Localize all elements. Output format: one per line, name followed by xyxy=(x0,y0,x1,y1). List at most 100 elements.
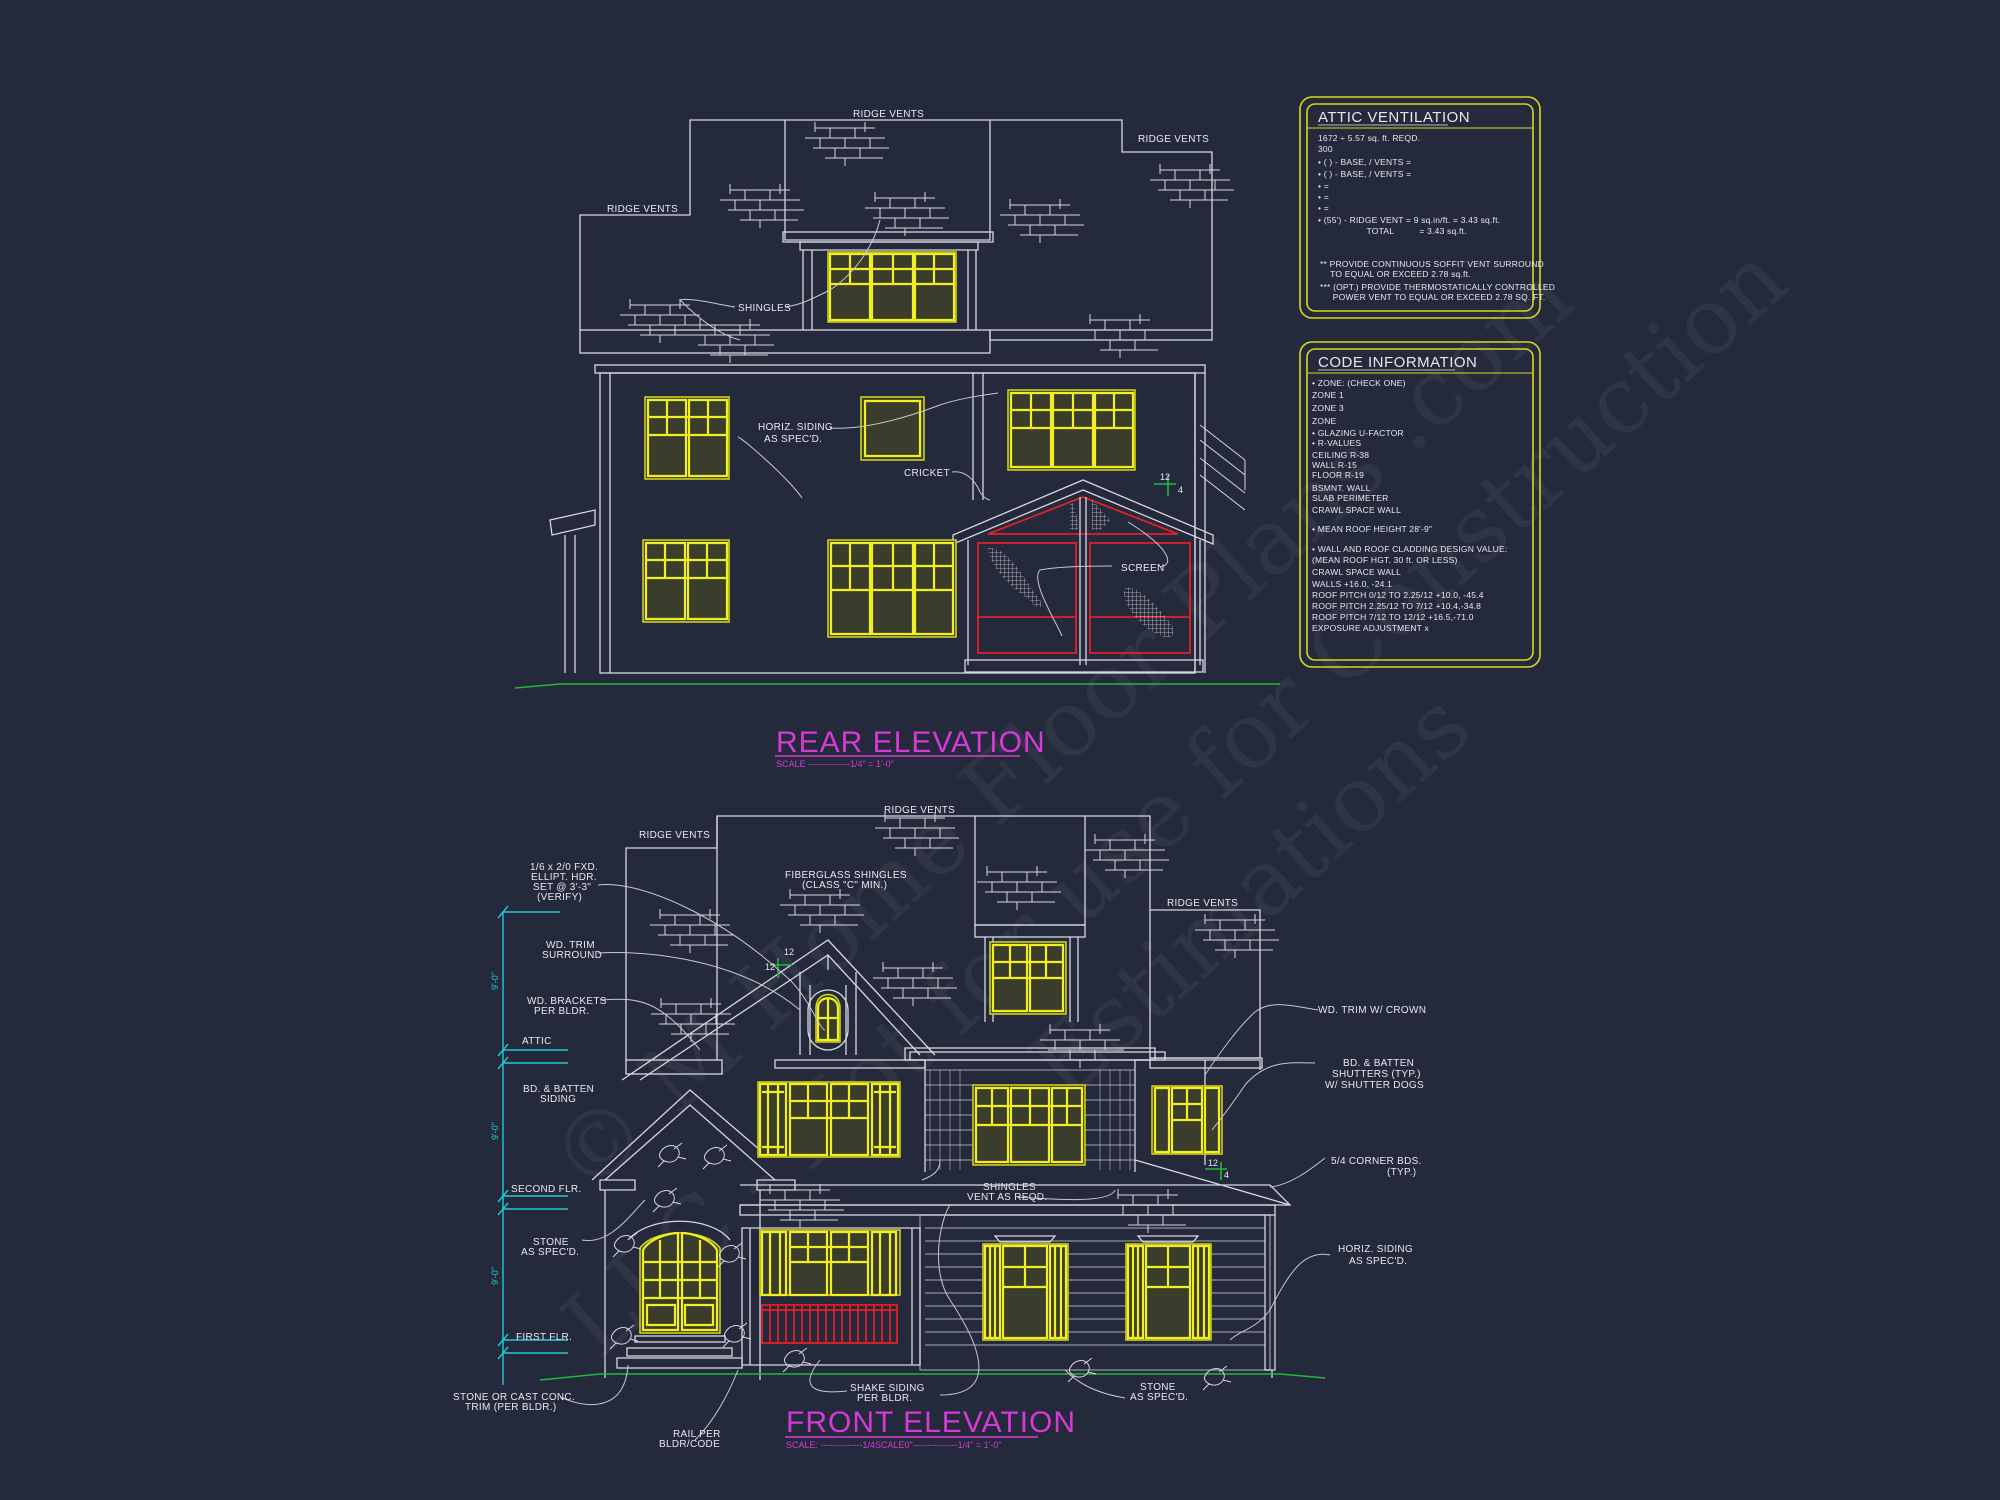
label-ridge-vents: RIDGE VENTS xyxy=(639,830,710,841)
label-ridge-vents: RIDGE VENTS xyxy=(1138,134,1209,145)
label-horiz-siding: AS SPEC'D. xyxy=(1349,1256,1407,1267)
label-shutters: W/ SHUTTER DOGS xyxy=(1325,1080,1424,1091)
rear-elevation-drawing xyxy=(514,119,1280,689)
label-stone-trim: TRIM (PER BLDR.) xyxy=(465,1402,556,1413)
attic-line: 1672 ÷ 5.57 sq. ft. REQD. xyxy=(1318,133,1420,143)
code-line: WALLS +16.0, -24.1 xyxy=(1312,579,1392,589)
rear-elevation-scale: SCALE --------------1/4" = 1'-0" xyxy=(776,759,894,769)
code-line: ZONE xyxy=(1312,416,1337,426)
label-wd-brackets: WD. BRACKETS xyxy=(527,996,607,1007)
code-line: ROOF PITCH 7/12 TO 12/12 +16.5,-71.0 xyxy=(1312,612,1474,622)
attic-line: *** (OPT.) PROVIDE THERMOSTATICALLY CONT… xyxy=(1320,282,1555,292)
front-elevation-title-block: FRONT ELEVATION SCALE: --------------1/4… xyxy=(785,1406,1076,1450)
pitch-mark: 12 xyxy=(1208,1158,1218,1168)
label-ellipt-header: SET @ 3'-3" xyxy=(533,882,591,893)
rear-window-upper-right xyxy=(1007,389,1136,471)
attic-ventilation-title: ATTIC VENTILATION xyxy=(1318,109,1470,126)
dimension-second-floor-height: 9'-0" xyxy=(490,1122,500,1140)
front-window-center-triple xyxy=(972,1084,1086,1166)
label-shingles-vent: SHINGLES xyxy=(983,1182,1036,1193)
code-line: CRAWL SPACE WALL xyxy=(1312,567,1401,577)
front-elevation-labels: RIDGE VENTS RIDGE VENTS RIDGE VENTS FIBE… xyxy=(453,805,1426,1450)
attic-line: • (55') - RIDGE VENT = 9 sq.in/ft. = 3.4… xyxy=(1318,215,1500,225)
code-line: SLAB PERIMETER xyxy=(1312,493,1389,503)
rear-window-upper-small xyxy=(860,396,925,461)
code-line: ZONE 1 xyxy=(1312,390,1344,400)
label-stone-right: AS SPEC'D. xyxy=(1130,1392,1188,1403)
code-line: FLOOR R-19 xyxy=(1312,470,1364,480)
rear-elevation-labels: RIDGE VENTS RIDGE VENTS RIDGE VENTS SHIN… xyxy=(607,109,1209,574)
pitch-run: 4 xyxy=(1178,485,1183,495)
attic-line: TOTAL = 3.43 sq.ft. xyxy=(1318,226,1467,236)
label-ellipt-header: ELLIPT. HDR. xyxy=(531,872,597,883)
label-ridge-vents: RIDGE VENTS xyxy=(853,109,924,120)
code-line: • R-VALUES xyxy=(1312,438,1361,448)
rear-window-upper-left xyxy=(644,396,730,480)
label-screen: SCREEN xyxy=(1121,563,1164,574)
label-second-floor-level: SECOND FLR. xyxy=(511,1184,582,1195)
front-window-lower-right xyxy=(1125,1235,1212,1341)
pitch-mark: 4 xyxy=(1224,1170,1229,1180)
attic-line: • = xyxy=(1318,192,1329,202)
label-ridge-vents: RIDGE VENTS xyxy=(1167,898,1238,909)
dimension-attic-height: 9'-0" xyxy=(490,972,500,990)
attic-line: ** PROVIDE CONTINUOUS SOFFIT VENT SURROU… xyxy=(1320,259,1544,269)
label-cricket: CRICKET xyxy=(904,468,950,479)
label-ellipt-header: 1/6 x 2/0 FXD. xyxy=(530,862,598,873)
code-line: • GLAZING U-FACTOR xyxy=(1312,428,1404,438)
front-window-porch-shuttered xyxy=(759,1229,901,1297)
label-horiz-siding: HORIZ. SIDING xyxy=(758,422,833,433)
code-line: EXPOSURE ADJUSTMENT x xyxy=(1312,623,1429,633)
label-rail: BLDR/CODE xyxy=(659,1439,720,1450)
code-line: ROOF PITCH 0/12 TO 2.25/12 +10.0, -45.4 xyxy=(1312,590,1484,600)
code-line: • WALL AND ROOF CLADDING DESIGN VALUE: xyxy=(1312,544,1507,554)
label-corner-boards: (TYP.) xyxy=(1387,1167,1416,1178)
label-rail: RAIL PER xyxy=(673,1429,721,1440)
code-line: • ZONE: (CHECK ONE) xyxy=(1312,378,1406,388)
label-shake-siding: PER BLDR. xyxy=(857,1393,913,1404)
attic-ventilation-lines: 1672 ÷ 5.57 sq. ft. REQD. 300 • ( ) - BA… xyxy=(1318,133,1555,302)
attic-line: POWER VENT TO EQUAL OR EXCEED 2.78 SQ. F… xyxy=(1320,292,1545,302)
label-fiberglass-shingles: FIBERGLASS SHINGLES xyxy=(785,870,907,881)
label-stone: STONE xyxy=(533,1237,569,1248)
label-shingles-vent: VENT AS REQD. xyxy=(967,1192,1047,1203)
front-window-dormer xyxy=(989,941,1067,1015)
attic-line: • ( ) - BASE, / VENTS = xyxy=(1318,169,1411,179)
front-elevation-scale: SCALE: --------------1/4SCALE0"---------… xyxy=(786,1440,1002,1450)
front-elevation-title: FRONT ELEVATION xyxy=(786,1406,1076,1439)
code-information-panel: CODE INFORMATION • ZONE: (CHECK ONE) ZON… xyxy=(1299,341,1541,668)
pitch-rise: 12 xyxy=(1160,472,1170,482)
label-shutters: SHUTTERS (TYP.) xyxy=(1332,1069,1421,1080)
label-horiz-siding: HORIZ. SIDING xyxy=(1338,1244,1413,1255)
attic-line: • ( ) - BASE, / VENTS = xyxy=(1318,157,1411,167)
label-stone-right: STONE xyxy=(1140,1382,1176,1393)
pitch-mark: 12 xyxy=(765,962,775,972)
level-dimension-string xyxy=(497,905,568,1385)
front-entry-door xyxy=(616,1220,743,1369)
pitch-mark: 12 xyxy=(784,947,794,957)
label-wd-trim: SURROUND xyxy=(542,950,602,961)
code-line: CRAWL SPACE WALL xyxy=(1312,505,1401,515)
code-information-title: CODE INFORMATION xyxy=(1318,354,1477,371)
porch-rail xyxy=(761,1304,898,1344)
dimension-first-floor-height: 9'-0" xyxy=(490,1267,500,1285)
label-first-floor-level: FIRST FLR. xyxy=(516,1332,572,1343)
horizontal-siding-texture xyxy=(925,1227,1265,1346)
front-window-gable-shuttered xyxy=(757,1081,901,1158)
rear-window-lower-left xyxy=(642,539,730,623)
label-fiberglass-shingles: (CLASS "C" MIN.) xyxy=(802,880,887,891)
attic-line: • = xyxy=(1318,181,1329,191)
label-ridge-vents: RIDGE VENTS xyxy=(884,805,955,816)
code-line: • MEAN ROOF HEIGHT 28'-9" xyxy=(1312,524,1432,534)
label-horiz-siding: AS SPEC'D. xyxy=(764,434,822,445)
label-attic-level: ATTIC xyxy=(522,1036,552,1047)
label-stone: AS SPEC'D. xyxy=(521,1247,579,1258)
code-information-lines: • ZONE: (CHECK ONE) ZONE 1 ZONE 3 ZONE •… xyxy=(1312,378,1507,633)
code-line: ROOF PITCH 2.25/12 TO 7/12 +10.4,-34.8 xyxy=(1312,601,1481,611)
label-wd-trim-crown: WD. TRIM W/ CROWN xyxy=(1318,1005,1426,1016)
label-shake-siding: SHAKE SIDING xyxy=(850,1383,925,1394)
code-line: BSMNT. WALL xyxy=(1312,483,1371,493)
code-line: ZONE 3 xyxy=(1312,403,1344,413)
label-corner-boards: 5/4 CORNER BDS. xyxy=(1331,1156,1422,1167)
